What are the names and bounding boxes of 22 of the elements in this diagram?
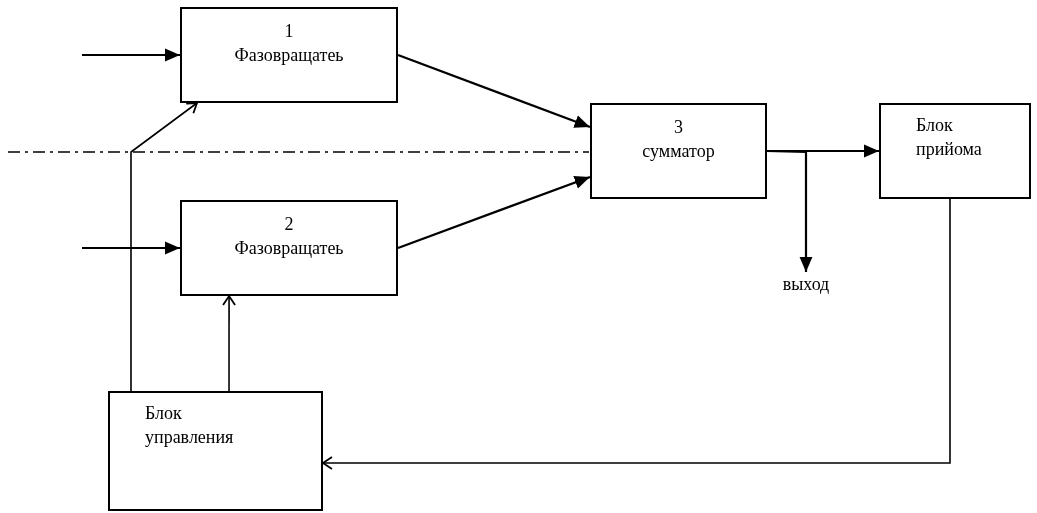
block-label: Блок прийома [916,114,983,162]
block-label: 2 [284,213,294,236]
arrow [222,295,236,392]
arrow [397,53,591,129]
block-box [590,103,767,199]
block-label: 1 [284,20,294,43]
arrow [82,48,180,62]
arrow [130,102,198,392]
output-label: выход [782,273,830,296]
block-label: Фазовращатеь [234,44,344,68]
arrow [82,241,180,255]
arrow [397,175,591,250]
block-label: сумматор [642,140,715,164]
block-box [180,200,398,296]
arrow [766,149,813,272]
block-label: 3 [674,116,683,139]
block-box [108,391,323,511]
block-box [879,103,1031,199]
block-box [180,7,398,103]
block-label: Блок управления [145,402,235,450]
block-label: Фазовращатеь [234,237,344,261]
arrow [322,198,951,470]
